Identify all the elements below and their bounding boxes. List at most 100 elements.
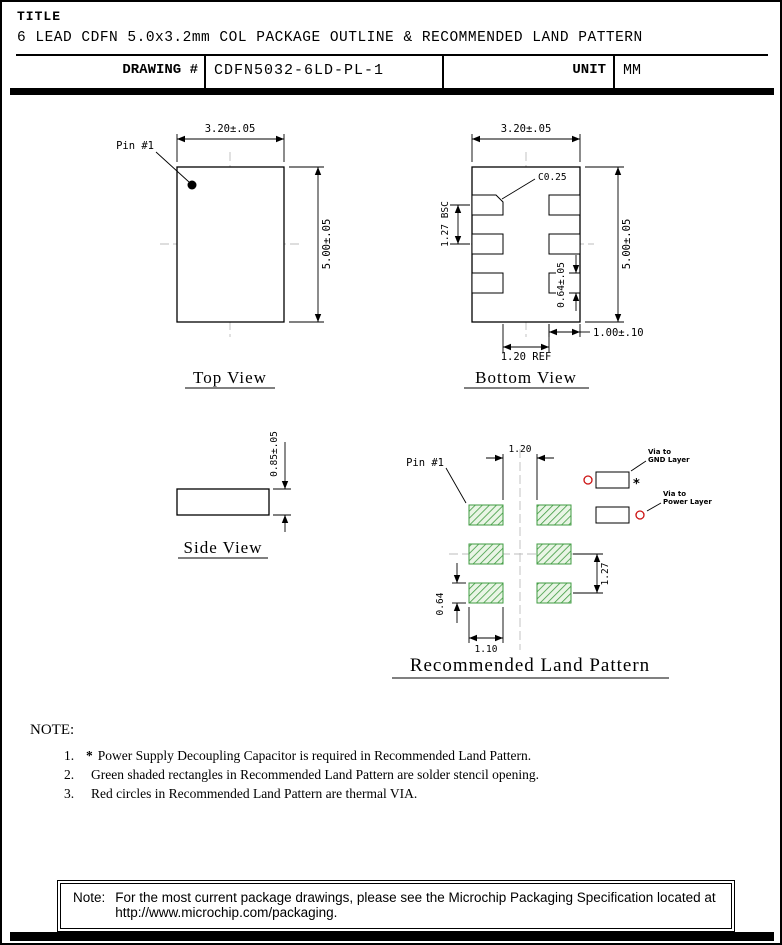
top-view-width-text: 3.20±.05 [205, 123, 256, 135]
bottom-view-body [471, 166, 581, 323]
pin1-leader-line [445, 467, 467, 504]
decoupling-cap-marker: * [633, 477, 640, 492]
stencil-pad [468, 504, 504, 526]
pad-4 [548, 272, 581, 294]
power-via-pad [595, 506, 630, 524]
top-view: Pin #1 3.20±.05 5.00±.05 Top View [116, 123, 333, 389]
gnd-via-leader-line [630, 460, 647, 472]
chamfer-leader-line [501, 178, 536, 200]
via-gnd-label-line1: Via to [648, 448, 671, 456]
pad-length-dim-text: 1.00±.10 [593, 327, 644, 339]
via-power-group: Via to Power Layer [595, 490, 712, 524]
title-label: TITLE [17, 9, 62, 24]
gnd-via-pad [595, 471, 630, 489]
inner-span-dim-text: 1.20 REF [501, 351, 552, 363]
footer-note-label: Note: [73, 890, 106, 905]
note-item: 1. * Power Supply Decoupling Capacitor i… [64, 746, 730, 765]
stencil-pad [536, 582, 572, 604]
stencil-pad [536, 504, 572, 526]
land-pattern-label: Recommended Land Pattern [410, 655, 650, 676]
pin1-dot [187, 180, 197, 190]
bottom-view: C0.25 3.20±.05 1.27 BSC 0.64±.05 [440, 123, 644, 389]
pitch-dim-text: 1.27 BSC [440, 201, 451, 247]
stencil-pad [468, 543, 504, 565]
bottom-view-label: Bottom View [475, 368, 577, 387]
inner-span-dimension: 1.20 REF [501, 324, 552, 363]
pad-5 [548, 233, 581, 255]
note-star-marker: * [86, 748, 93, 763]
land-pattern-pin1-label: Pin #1 [406, 457, 444, 469]
drawing-number-label: DRAWING # [122, 62, 198, 78]
land-pad-height-text: 0.64 [435, 592, 446, 615]
unit-value: MM [623, 62, 642, 79]
via-power-label-line1: Via to [663, 490, 686, 498]
top-view-height-dimension: 5.00±.05 [289, 166, 333, 323]
side-view-label: Side View [184, 538, 263, 557]
footer-note-line1: For the most current package drawings, p… [115, 890, 716, 905]
pad-width-dim-text: 0.64±.05 [556, 262, 567, 308]
side-view-body [176, 488, 270, 516]
side-view: 0.85±.05 Side View [176, 431, 291, 559]
stencil-pad [468, 582, 504, 604]
span-dimension: 1.20 [486, 444, 554, 500]
pad-3 [471, 272, 504, 294]
land-pitch-dim-text: 1.27 [600, 563, 611, 586]
note-text: Green shaded rectangles in Recommended L… [91, 767, 539, 782]
land-pattern: Pin #1 1.20 * Via to GND Layer [392, 444, 712, 679]
titleblock-separator [204, 54, 206, 88]
top-view-width-dimension: 3.20±.05 [176, 123, 285, 162]
note-number: 3. [64, 786, 75, 801]
bottom-view-height-dimension: 5.00±.05 [585, 166, 633, 323]
land-pad-width-text: 1.10 [475, 644, 498, 655]
stencil-pad [536, 543, 572, 565]
land-pitch-dimension: 1.27 [573, 553, 611, 594]
titleblock-separator [613, 54, 615, 88]
footer-note-text: For the most current package drawings, p… [115, 890, 715, 920]
note-section: NOTE: 1. * Power Supply Decoupling Capac… [30, 722, 730, 803]
pad-2 [471, 233, 504, 255]
titleblock-separator [442, 54, 444, 88]
land-pad-height-dimension: 0.64 [435, 563, 466, 623]
via-gnd-group: * Via to GND Layer [583, 448, 690, 492]
pad-1-chamfered [471, 194, 504, 216]
note-text: Power Supply Decoupling Capacitor is req… [97, 748, 532, 763]
top-view-height-text: 5.00±.05 [321, 219, 333, 270]
bottom-view-height-text: 5.00±.05 [621, 219, 633, 270]
note-heading: NOTE: [30, 722, 75, 738]
top-view-pin1-label: Pin #1 [116, 140, 154, 152]
note-item: 3. Red circles in Recommended Land Patte… [64, 784, 730, 803]
footer-note-inner: Note: For the most current package drawi… [60, 883, 732, 929]
land-pad-width-dimension: 1.10 [468, 607, 504, 655]
unit-label: UNIT [572, 62, 606, 78]
bottom-view-width-dimension: 3.20±.05 [471, 123, 581, 162]
pin1-leader-line [155, 151, 190, 183]
thermal-via-circle [583, 475, 593, 485]
document-title: 6 LEAD CDFN 5.0x3.2mm COL PACKAGE OUTLIN… [17, 30, 643, 46]
span-dim-text: 1.20 [509, 444, 532, 455]
pitch-dimension: 1.27 BSC [440, 201, 470, 247]
drawing-number-value: CDFN5032-6LD-PL-1 [214, 62, 385, 79]
titleblock-bottom-bar [10, 88, 774, 95]
note-number: 2. [64, 767, 75, 782]
pad-length-dimension: 1.00±.10 [548, 324, 644, 339]
sheet-bottom-bar [10, 932, 774, 941]
side-view-height-text: 0.85±.05 [269, 431, 280, 477]
power-via-leader-line [646, 502, 662, 512]
pad-width-dimension: 0.64±.05 [556, 255, 580, 313]
chamfer-dim-text: C0.25 [538, 172, 567, 183]
note-text: Red circles in Recommended Land Pattern … [91, 786, 418, 801]
via-power-label-line2: Power Layer [663, 498, 712, 506]
via-gnd-label-line2: GND Layer [648, 456, 690, 464]
footer-note-url: http://www.microchip.com/packaging. [115, 905, 338, 920]
header-divider [16, 54, 768, 56]
thermal-via-circle [635, 510, 645, 520]
pad-6 [548, 194, 581, 216]
footer-note-box: Note: For the most current package drawi… [57, 880, 735, 932]
top-view-body [176, 166, 285, 323]
note-number: 1. [64, 748, 75, 763]
note-item: 2. Green shaded rectangles in Recommende… [64, 765, 730, 784]
bottom-view-width-text: 3.20±.05 [501, 123, 552, 135]
side-view-height-dimension: 0.85±.05 [269, 431, 291, 532]
